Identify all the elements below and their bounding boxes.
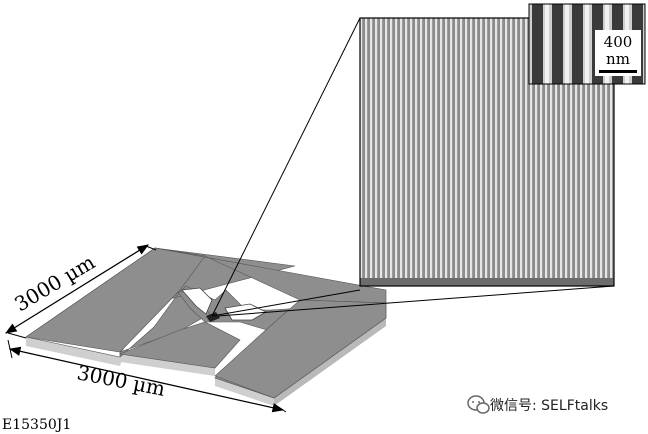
scale-bar-box	[595, 30, 641, 76]
watermark-text: 微信号: SELFtalks	[490, 398, 608, 414]
grating-image	[359, 17, 615, 287]
scale-bar-unit: nm	[606, 50, 630, 68]
grating-spot	[206, 312, 220, 322]
sem-inset: 400 nm	[528, 3, 646, 85]
figure-id: E15350J1	[2, 417, 71, 433]
zoom-lines	[211, 17, 615, 317]
wechat-logo-icon	[467, 395, 490, 414]
dimension-arrow-horizontal	[7, 339, 287, 413]
scale-bar-value: 400	[604, 33, 633, 51]
scale-bar	[599, 70, 637, 73]
dimension-arrow-diagonal	[5, 244, 157, 339]
